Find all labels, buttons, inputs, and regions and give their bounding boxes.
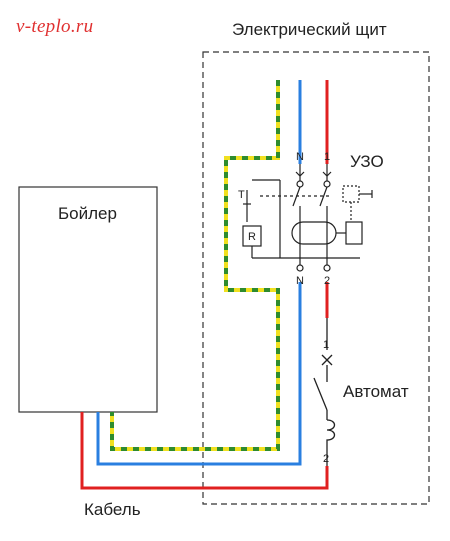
rcd-terminal-n-top — [296, 180, 304, 188]
rcd-terminal-n-bottom — [296, 264, 304, 272]
rcd-terminal-2-bottom — [323, 264, 331, 272]
phase-wire-breaker-out — [80, 412, 329, 490]
rcd-bottom-2-label: 2 — [324, 275, 330, 287]
breaker-bottom-label: 2 — [323, 453, 329, 465]
breaker-label: Автомат — [343, 382, 409, 401]
rcd-top-n-label: N — [296, 151, 304, 163]
rcd-resistor-label: R — [248, 231, 256, 243]
watermark-text: v-teplo.ru — [16, 16, 94, 37]
rcd-label: УЗО — [350, 152, 384, 171]
breaker-symbol — [313, 318, 336, 466]
rcd-bottom-n-label: N — [296, 275, 304, 287]
earth-wire-stripes — [110, 80, 280, 451]
breaker-top-label: 1 — [323, 339, 329, 351]
neutral-wire-lower — [96, 282, 302, 466]
electrical-panel-boundary — [202, 51, 430, 505]
panel-title: Электрический щит — [232, 20, 387, 39]
rcd-symbol — [242, 164, 373, 272]
cable-label: Кабель — [84, 500, 141, 519]
boiler-box — [18, 186, 158, 413]
boiler-label: Бойлер — [58, 204, 117, 223]
rcd-test-label: T — [238, 189, 245, 201]
rcd-terminal-1-top — [323, 180, 331, 188]
rcd-top-1-label: 1 — [324, 151, 330, 163]
